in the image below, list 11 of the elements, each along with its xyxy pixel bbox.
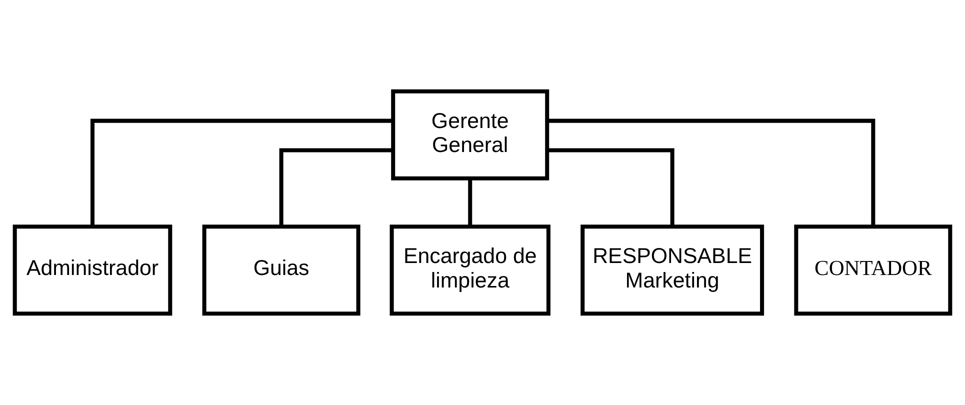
- node-box: Encargado de limpieza: [390, 224, 550, 316]
- connector: [90, 118, 393, 227]
- node-box: CONTADOR: [794, 224, 952, 316]
- node-box: Guias: [202, 224, 360, 316]
- node-box: Gerente General: [391, 89, 550, 180]
- connector: [547, 148, 674, 227]
- connector: [547, 118, 876, 227]
- node-box: RESPONSABLE Marketing: [580, 224, 764, 316]
- node-box: Administrador: [12, 224, 172, 316]
- connector: [468, 178, 472, 226]
- connector: [279, 148, 393, 227]
